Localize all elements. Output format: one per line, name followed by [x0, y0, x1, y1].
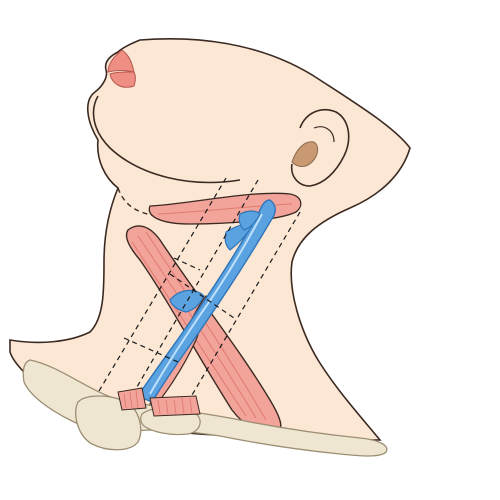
ear-outer [290, 108, 350, 187]
muscle-attachments [117, 387, 201, 417]
zone-line-left [95, 177, 227, 397]
vein-highlight [149, 213, 263, 395]
ear-inner [291, 141, 319, 167]
upper-lip [107, 49, 135, 73]
mandible-edge-dashed [117, 187, 157, 217]
vein-upper-branch-2 [238, 210, 261, 231]
upper-band-stripe [157, 203, 293, 215]
zone-line-middle [133, 179, 259, 393]
attachment-left [117, 387, 147, 411]
zone-cross-1 [169, 273, 235, 319]
zone-line-right [181, 211, 301, 413]
vein-mid-branch [169, 289, 205, 313]
zone-cross-2 [123, 337, 179, 363]
ear [290, 108, 350, 187]
lower-lip [109, 71, 136, 88]
lips [107, 49, 136, 88]
ear-fold [313, 126, 335, 143]
zone-line-top-left [173, 257, 201, 271]
chin-jaw-outline [92, 95, 241, 184]
external-jugular-vein [136, 199, 276, 403]
zone-lines [95, 177, 301, 413]
attachment-stripes [123, 389, 193, 415]
